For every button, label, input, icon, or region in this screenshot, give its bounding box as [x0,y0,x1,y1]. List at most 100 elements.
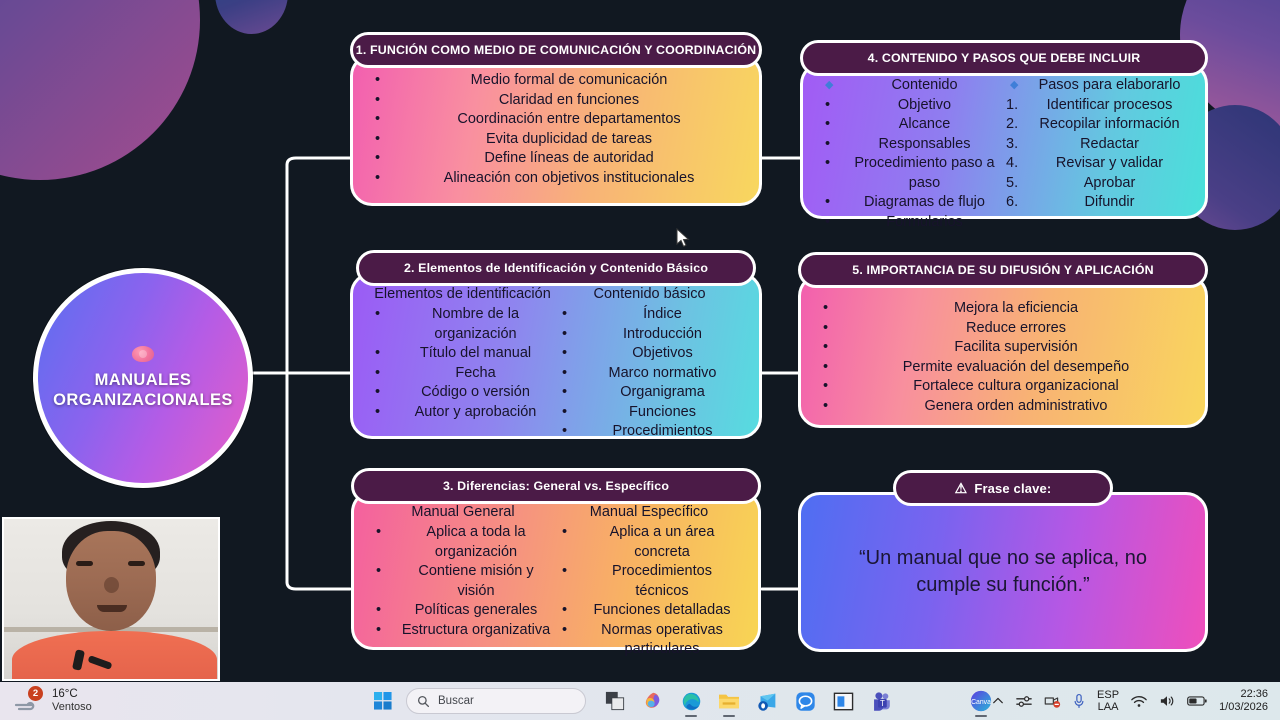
card-2-column-1: Elementos de identificación •Nombre de l… [369,285,556,424]
list-item-text: Nombre de la organización [431,306,520,342]
list-item: 3.Redactar [1004,135,1189,155]
card-5-list: •Mejora la eficiencia •Reduce errores •F… [817,299,1189,416]
edge-button[interactable] [676,686,706,717]
number-bullet: 3. [1006,135,1019,152]
start-button[interactable] [368,686,398,716]
bullet-icon: • [375,150,381,166]
language-secondary: LAA [1097,701,1119,713]
branch-card-2[interactable]: 2. Elementos de Identificación y Conteni… [340,250,772,439]
webcam-video-overlay[interactable] [2,517,220,681]
bullet-icon: • [376,621,382,638]
list-item-text: Reduce errores [966,319,1066,336]
number-bullet: 1. [1006,96,1019,113]
list-item-text: Aplica a toda la organización [426,524,526,560]
card-2-list-1: •Nombre de la organización •Título del m… [369,305,556,422]
bullet-icon: • [562,563,568,579]
chat-app-button[interactable] [790,686,820,716]
central-node-title: MANUALES ORGANIZACIONALES [53,371,233,409]
card-1-chip[interactable]: 1. FUNCIÓN COMO MEDIO DE COMUNICACIÓN Y … [350,32,762,68]
card-2-chip[interactable]: 2. Elementos de Identificación y Conteni… [356,250,756,286]
camera-off-indicator[interactable] [1044,694,1061,708]
card-5-chip[interactable]: 5. IMPORTANCIA DE SU DIFUSIÓN Y APLICACI… [798,252,1208,288]
branch-card-3[interactable]: 3. Diferencias: General vs. Específico M… [345,468,767,657]
branch-card-5[interactable]: 5. IMPORTANCIA DE SU DIFUSIÓN Y APLICACI… [798,252,1208,428]
list-item-text: Medio formal de comunicación [470,72,668,88]
webcam-person-mouth [97,605,127,612]
list-item-text: Evita duplicidad de tareas [485,130,653,147]
copilot-button[interactable] [638,686,668,716]
bullet-icon: • [375,91,381,108]
bullet-icon: • [562,602,568,618]
card-1-column-1: •Medio formal de comunicación •Claridad … [369,71,743,191]
card-4-chip[interactable]: 4. CONTENIDO Y PASOS QUE DEBE INCLUIR [800,40,1208,76]
bullet-icon: • [375,384,381,400]
branch-card-1[interactable]: 1. FUNCIÓN COMO MEDIO DE COMUNICACIÓN Y … [350,32,762,206]
volume-button[interactable] [1159,694,1175,708]
language-indicator[interactable]: ESP LAA [1097,689,1119,713]
card-3-list-2: •Aplica a un área concreta •Procedimient… [556,523,742,660]
language-primary: ESP [1097,689,1120,701]
clock[interactable]: 22:36 1/03/2026 [1219,688,1268,714]
taskbar-center-group[interactable]: Buscar [368,682,996,720]
taskbar-weather-widget[interactable]: 2 16°C Ventoso [0,686,190,714]
list-item-text: Responsables [878,135,971,152]
canva-button[interactable]: Canva [966,686,996,717]
search-input[interactable]: Buscar [406,688,586,714]
list-item-text: Aprobar [1083,174,1136,191]
card-3-chip[interactable]: 3. Diferencias: General vs. Específico [351,468,761,504]
windows-taskbar[interactable]: 2 16°C Ventoso Busc [0,682,1280,720]
bullet-icon: • [825,135,831,152]
list-item: •Alineación con objetivos institucionale… [369,169,743,189]
chat-bubble-icon [795,691,815,711]
branch-card-4[interactable]: 4. CONTENIDO Y PASOS QUE DEBE INCLUIR ◆ C… [800,40,1208,230]
list-item-text: Facilita supervisión [954,339,1078,355]
list-item: 6.Difundir [1004,193,1189,213]
svg-text:Canva: Canva [971,699,991,706]
list-item: •Marco normativo [556,364,743,384]
snipping-tool-button[interactable] [828,686,858,716]
microphone-indicator[interactable] [1073,693,1085,709]
card-4-chip-label: 4. CONTENIDO Y PASOS QUE DEBE INCLUIR [867,51,1141,65]
running-indicator [723,714,735,717]
wind-icon: 2 [14,686,44,714]
teams-icon: T [873,691,890,711]
battery-button[interactable] [1187,695,1207,707]
list-item: 1.Identificar procesos [1004,96,1189,116]
bullet-icon: • [562,621,568,638]
bullet-icon: • [375,403,381,420]
list-item: ◆Pasos para elaborarlo [1004,76,1189,96]
list-item-text: Procedimientos [612,423,713,439]
file-explorer-button[interactable] [714,686,744,717]
bullet-icon: • [562,403,568,420]
clock-time: 22:36 [1240,688,1268,700]
card-2-body: Elementos de identificación •Nombre de l… [350,272,762,439]
list-item-text: Define líneas de autoridad [484,150,654,166]
branch-card-quote[interactable]: ⚠ Frase clave: “Un manual que no se apli… [798,470,1208,652]
system-tray[interactable]: ESP LAA [992,682,1272,720]
diamond-bullet-icon: ◆ [825,79,834,91]
bullet-icon: • [562,524,568,540]
list-item: 2.Recopilar información [1004,115,1189,135]
mindmap-canvas[interactable]: MANUALES ORGANIZACIONALES 1. FUNCIÓN COM… [0,0,1280,682]
sliders-icon [1016,695,1032,707]
list-item-text: Contenido [891,77,958,93]
list-item: •Código o versión [369,383,556,403]
outlook-button[interactable] [752,686,782,716]
list-item: •Fecha [369,364,556,384]
card-3-column-2: Manual Específico •Aplica a un área conc… [556,503,742,657]
list-item: •Normas operativas particulares [556,621,742,660]
list-item: •Permite evaluación del desempeño [817,358,1189,378]
brain-icon [132,346,154,362]
network-button[interactable] [1131,695,1147,708]
list-item-text: Difundir [1084,194,1135,210]
list-item-text: Objetivo [897,96,952,113]
tray-overflow-button[interactable] [992,695,1004,707]
task-view-button[interactable] [600,686,630,716]
quote-chip[interactable]: ⚠ Frase clave: [893,470,1113,506]
card-3-column-1: Manual General •Aplica a toda la organiz… [370,503,556,638]
quick-settings-button[interactable] [1016,694,1032,709]
teams-button[interactable]: T [866,686,896,716]
number-bullet: 2. [1006,116,1019,132]
card-1-chip-label: 1. FUNCIÓN COMO MEDIO DE COMUNICACIÓN Y … [355,43,757,57]
central-node[interactable]: MANUALES ORGANIZACIONALES [33,268,253,488]
